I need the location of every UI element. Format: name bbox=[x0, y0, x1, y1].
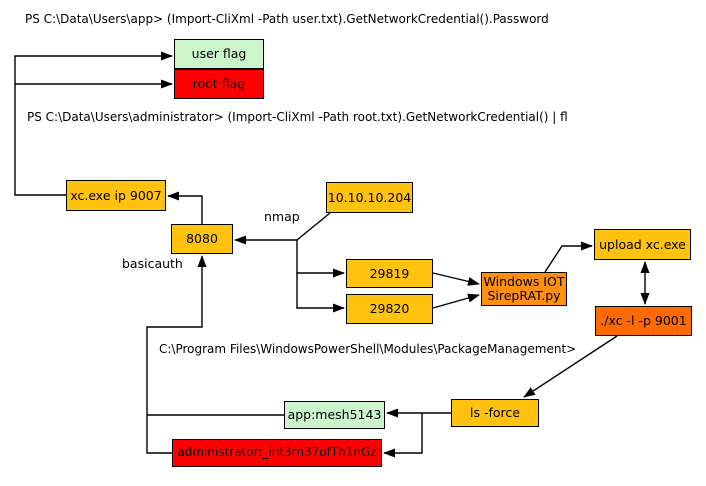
module-path-label: C:\Program Files\WindowsPowerShell\Modul… bbox=[159, 342, 577, 356]
sirep-line1: Windows IOT bbox=[483, 274, 565, 290]
node-user-flag: user flag bbox=[174, 39, 264, 69]
node-ls-force: ls -force bbox=[451, 399, 539, 427]
node-upload-xc: upload xc.exe bbox=[594, 229, 691, 260]
node-root-flag: root flag bbox=[174, 69, 264, 99]
ps-command-user-flag: PS C:\Data\Users\app> (Import-CliXml -Pa… bbox=[25, 12, 549, 26]
node-xc-shell: ./xc -l -p 9001 bbox=[595, 306, 692, 336]
node-app-credential: app:mesh5143 bbox=[284, 401, 385, 429]
sirep-line2: SirepRAT.py bbox=[487, 288, 561, 303]
node-port-8080: 8080 bbox=[171, 224, 233, 254]
edge-label-basicauth: basicauth bbox=[122, 256, 183, 271]
edge-label-nmap: nmap bbox=[264, 209, 300, 224]
node-xc-listener: xc.exe ip 9007 bbox=[66, 180, 166, 211]
node-port-29819: 29819 bbox=[346, 259, 433, 288]
ps-command-root-flag: PS C:\Data\Users\administrator> (Import-… bbox=[27, 110, 568, 124]
node-sirep-rat: Windows IOT SirepRAT.py bbox=[481, 272, 567, 306]
node-admin-credential: administrator:_int3rn37ofTh1nGz bbox=[172, 439, 382, 467]
node-port-29820: 29820 bbox=[346, 294, 433, 324]
node-target-ip: 10.10.10.204 bbox=[326, 182, 413, 213]
